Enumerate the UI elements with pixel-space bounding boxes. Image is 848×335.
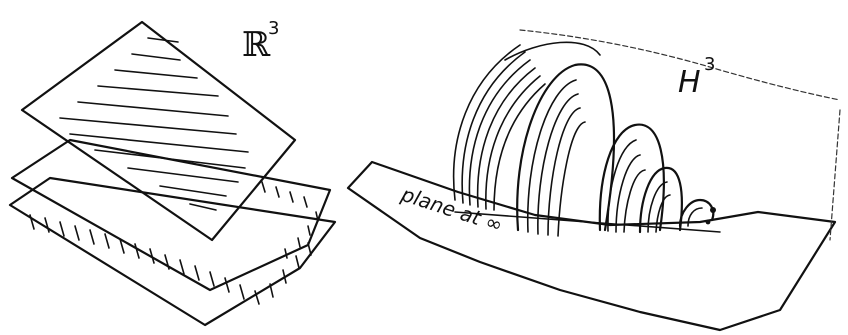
tube-end-dot-2 [706, 220, 711, 225]
h3-exponent: 3 [704, 54, 715, 75]
h3-upper-half-space [348, 30, 840, 330]
h3-label: H 3 [678, 54, 715, 100]
bottom-plane-hatching [30, 215, 311, 304]
tube-end-dot [710, 207, 716, 213]
r3-exponent: 3 [268, 18, 279, 39]
r3-symbol: ℝ [242, 25, 271, 65]
arch-medium [600, 125, 664, 232]
outer-hemisphere [454, 42, 600, 210]
middle-plane [12, 140, 330, 290]
r3-label: ℝ 3 [242, 18, 279, 65]
r3-stacked-planes [10, 22, 335, 325]
h3-symbol: H [678, 65, 701, 100]
